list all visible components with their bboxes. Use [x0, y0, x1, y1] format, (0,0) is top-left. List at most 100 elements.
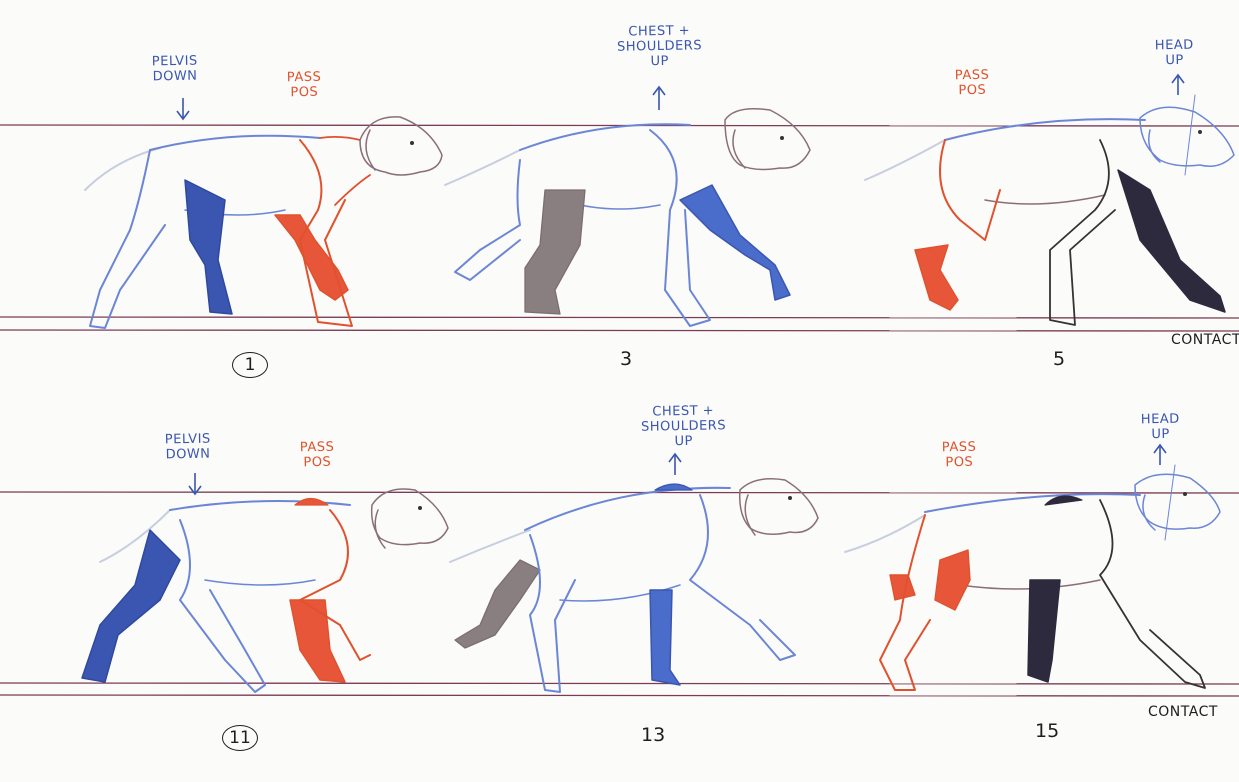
- dog-hind-leg-far: [524, 189, 586, 315]
- dog-back: [149, 134, 321, 151]
- dog-ear: [732, 129, 746, 169]
- dog-head: [370, 488, 449, 546]
- pass-pos-label-row2: PASS POS: [299, 439, 335, 471]
- head-up-label-row1: HEAD UP: [1154, 37, 1194, 69]
- dog-back: [944, 118, 1146, 141]
- up-arrow-icon: [652, 85, 666, 110]
- dog-front-leg-far: [1027, 579, 1061, 683]
- down-arrow-icon: [188, 473, 202, 496]
- pass-pos-label-row2-frame15: PASS POS: [941, 439, 977, 471]
- contact-guide-line-row2: [0, 694, 1239, 697]
- dog-eye: [788, 496, 792, 500]
- dog-hind-leg-far: [914, 244, 959, 311]
- frame-number-11: 11: [222, 725, 258, 751]
- dog-hind-leg-near: [179, 519, 266, 693]
- dog-frame-3: [444, 108, 811, 327]
- dog-front-leg-near: [299, 509, 371, 661]
- down-arrow-icon: [176, 98, 190, 121]
- top-guide-line-row1: [0, 124, 1239, 127]
- annotation-arrows: [176, 73, 1185, 496]
- head-up-construction-line: [1164, 464, 1176, 541]
- frame-number-13: 13: [641, 724, 666, 746]
- dog-front-leg-near: [1049, 139, 1116, 326]
- dog-tail: [864, 139, 946, 181]
- chest-up-label-row2: CHEST + SHOULDERS UP: [640, 403, 727, 450]
- dog-front-leg-far: [1117, 169, 1226, 313]
- top-guide-line-row2: [0, 491, 1239, 494]
- dog-frame-15: [844, 464, 1221, 691]
- dog-tail: [99, 509, 171, 563]
- up-arrow-icon: [1153, 443, 1167, 465]
- dog-eye: [1198, 130, 1202, 134]
- guide-lines: [0, 124, 1239, 697]
- dog-shoulder-blade: [654, 483, 693, 491]
- dog-back: [924, 493, 1141, 513]
- dog-hind-leg-far: [81, 529, 181, 683]
- dog-tail: [444, 149, 521, 186]
- dog-hind-leg-far: [184, 179, 233, 315]
- dog-shoulder-blade: [294, 497, 329, 506]
- dog-hind-leg-far: [454, 559, 541, 649]
- dog-shoulder-blade: [1044, 495, 1083, 506]
- dog-back: [524, 486, 731, 531]
- frame-number-15: 15: [1035, 720, 1060, 742]
- pass-pos-label-row1: PASS POS: [286, 69, 322, 101]
- dog-head: [1134, 473, 1221, 530]
- floor-guide-line-row1: [0, 316, 1239, 319]
- chest-up-label-row1: CHEST + SHOULDERS UP: [616, 23, 703, 70]
- dog-frame-13: [449, 478, 819, 693]
- dog-front-leg-far: [649, 589, 681, 686]
- dog-head: [359, 116, 443, 176]
- dog-hind-leg-near: [879, 514, 931, 691]
- dog-ear: [1148, 129, 1161, 163]
- dog-ear: [365, 129, 376, 171]
- dog-head: [724, 108, 811, 171]
- dog-hind-leg-near: [89, 149, 166, 329]
- floor-guide-line-row2: [0, 682, 1239, 685]
- dog-ear: [1142, 494, 1156, 531]
- dog-eye: [410, 141, 414, 145]
- dog-head: [1139, 106, 1235, 167]
- frame-number-1: 1: [232, 352, 268, 378]
- dog-belly: [984, 194, 1106, 205]
- contact-label-row2: CONTACT: [1148, 704, 1218, 720]
- dog-eye: [1183, 492, 1187, 496]
- dog-hind-leg-near: [529, 534, 576, 693]
- up-arrow-icon: [1171, 73, 1185, 95]
- dog-back: [519, 123, 691, 151]
- pass-pos-label-row1-frame5: PASS POS: [954, 67, 990, 99]
- dog-neck: [319, 135, 371, 206]
- dog-eye: [780, 136, 784, 140]
- head-up-label-row2: HEAD UP: [1140, 411, 1180, 443]
- head-up-construction-line: [1184, 94, 1196, 176]
- dog-front-leg-near: [649, 129, 711, 327]
- dog-front-leg-near: [299, 139, 353, 327]
- dog-belly: [559, 584, 681, 602]
- dog-frame-11: [81, 488, 449, 693]
- up-arrow-icon: [668, 452, 682, 475]
- dog-back: [169, 500, 351, 511]
- dog-front-leg-near: [1099, 499, 1206, 689]
- dog-belly: [204, 579, 316, 586]
- dog-tail: [449, 529, 531, 563]
- dog-ear: [744, 494, 756, 536]
- dog-hind-leg-near: [454, 159, 521, 281]
- dog-ear: [374, 509, 386, 549]
- contact-label-row1: CONTACT: [1171, 332, 1239, 348]
- dog-front-leg-far: [679, 184, 791, 301]
- dog-front-leg-far: [274, 214, 349, 301]
- frame-number-3: 3: [620, 348, 633, 370]
- dog-front-leg-far: [289, 599, 346, 683]
- pelvis-down-label-row1: PELVIS DOWN: [151, 53, 198, 85]
- dog-head: [738, 478, 819, 535]
- dog-frame-5: [864, 94, 1235, 326]
- dog-front-leg-near: [689, 494, 796, 661]
- dog-eye: [418, 506, 422, 510]
- dog-tail: [844, 514, 926, 553]
- contact-guide-line-row1: [0, 329, 1239, 332]
- dog-frame-1: [84, 116, 443, 329]
- dog-hind-leg-near: [939, 139, 1001, 241]
- pelvis-down-label-row2: PELVIS DOWN: [164, 431, 211, 463]
